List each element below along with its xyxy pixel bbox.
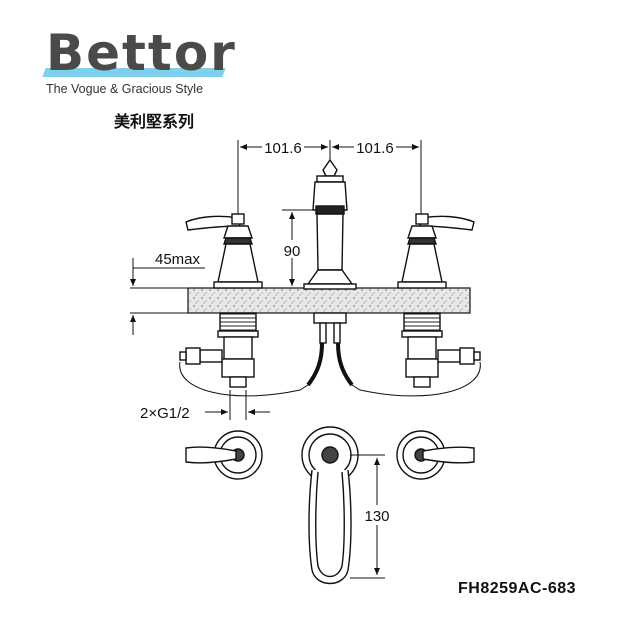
series-title: 美利堅系列 <box>114 112 195 131</box>
dim-spout-height: 90 <box>284 243 301 260</box>
brand-logo: Bettor The Vogue & Gracious Style <box>40 24 235 102</box>
connection-dimension <box>205 390 270 420</box>
logo-slogan: The Vogue & Gracious Style <box>46 82 204 96</box>
left-valve-assembly <box>179 213 263 388</box>
dim-spout-reach: 130 <box>364 508 389 525</box>
dim-spacing-left: 101.6 <box>264 140 302 157</box>
center-spout <box>303 158 357 387</box>
countertop-section <box>187 287 471 314</box>
dim-spacing-right: 101.6 <box>356 140 394 157</box>
plan-view <box>185 426 475 585</box>
logo-wordmark: Bettor <box>46 24 237 82</box>
model-number: FH8259AC-683 <box>458 580 577 597</box>
dim-connection: 2×G1/2 <box>140 405 190 422</box>
dim-deck-thickness: 45max <box>155 251 201 268</box>
right-valve-assembly <box>397 213 481 388</box>
